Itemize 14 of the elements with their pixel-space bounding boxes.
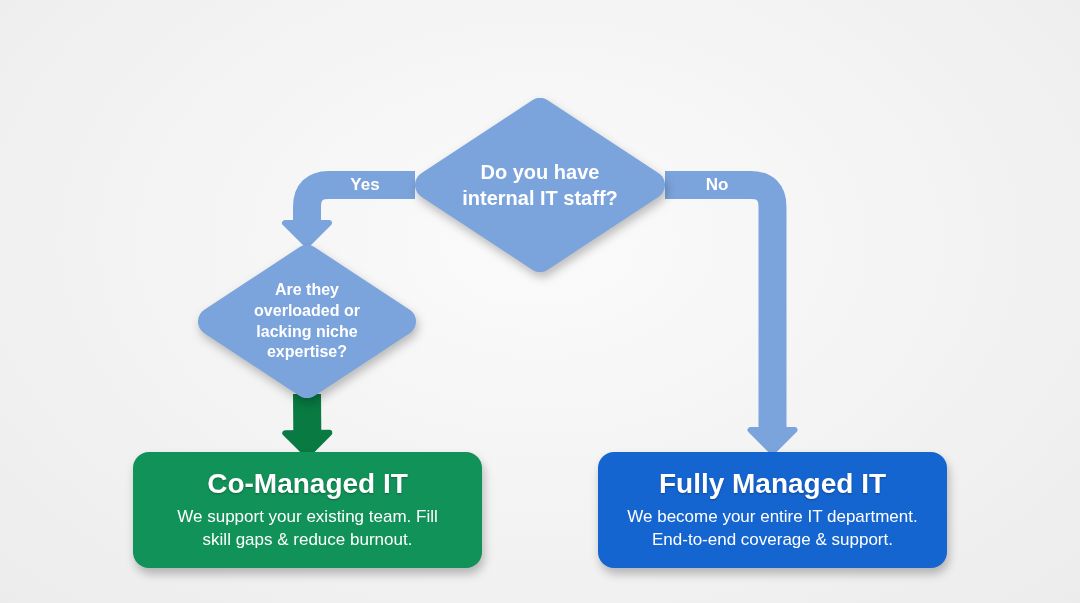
edge-label: No (705, 175, 729, 195)
decision-diamond (415, 98, 665, 272)
result-title: Co-Managed IT (207, 468, 408, 501)
flow-arrow (665, 171, 798, 455)
result-title: Fully Managed IT (658, 468, 887, 501)
result-box (133, 452, 482, 568)
flow-arrow (282, 171, 415, 248)
result-description: We support your existing team. Fill skill gaps & reduce burnout. (176, 506, 439, 551)
result-box (598, 452, 947, 568)
question-text: Do you have internal IT staff? (461, 160, 619, 211)
question-text: Are they overloaded or lacking niche expertise? (253, 279, 361, 363)
decision-diamond (198, 245, 416, 398)
edge-label: Yes (350, 175, 380, 195)
result-description: We become your entire IT department. End-to-end coverage & support. (626, 506, 919, 551)
